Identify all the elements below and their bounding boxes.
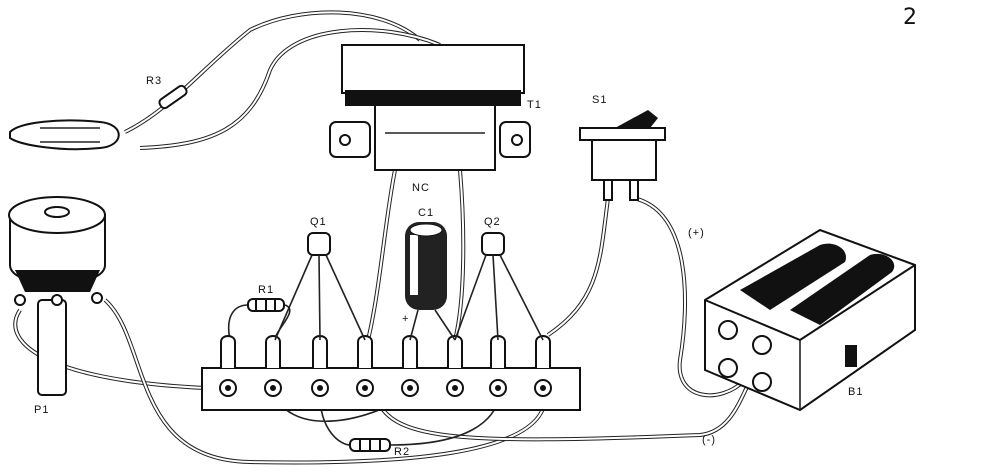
terminal-screw-center <box>540 385 546 391</box>
terminal-screw-center <box>452 385 458 391</box>
label-q2: Q2 <box>484 216 501 228</box>
terminal-screw-center <box>362 385 368 391</box>
label-negative-lead: (-) <box>702 434 716 446</box>
label-b1: B1 <box>848 386 863 398</box>
lamp <box>9 119 120 151</box>
label-r1: R1 <box>258 284 274 296</box>
label-p1: P1 <box>34 404 49 416</box>
label-t1: T1 <box>527 99 542 111</box>
switch-s1: S1 <box>579 94 666 201</box>
label-q1: Q1 <box>310 216 327 228</box>
figure-number: 2 <box>903 5 917 30</box>
label-r3: R3 <box>146 75 162 87</box>
capacitor-c1: C1 + <box>402 207 456 341</box>
label-s1: S1 <box>592 94 607 106</box>
resistor-r3: R3 <box>146 75 188 110</box>
terminal-screw-center <box>270 385 276 391</box>
solder-lug <box>535 335 551 368</box>
terminal-screw-center <box>225 385 231 391</box>
solder-lug <box>220 335 236 368</box>
terminal-strip <box>201 335 581 411</box>
solder-lug <box>265 335 281 368</box>
label-positive-lead: (+) <box>688 227 705 239</box>
transistor-q2: Q2 <box>454 216 544 341</box>
terminal-screw-center <box>317 385 323 391</box>
battery-holder-b1: B1 <box>704 228 916 412</box>
terminal-screw-center <box>495 385 501 391</box>
solder-lug <box>490 335 506 368</box>
solder-lug <box>447 335 463 368</box>
solder-lug <box>402 335 418 368</box>
potentiometer-p1: P1 <box>8 196 106 416</box>
label-c1: C1 <box>418 207 434 219</box>
terminal-screw-center <box>407 385 413 391</box>
solder-lug <box>312 335 328 368</box>
label-nc: NC <box>412 182 430 194</box>
label-c1-plus: + <box>402 313 409 325</box>
resistor-r1: R1 <box>247 284 285 312</box>
transistor-q1: Q1 <box>274 216 366 341</box>
transformer-t1: T1 NC <box>329 44 542 194</box>
resistor-r2: R2 <box>349 438 410 458</box>
solder-lug <box>357 335 373 368</box>
label-r2: R2 <box>394 446 410 458</box>
